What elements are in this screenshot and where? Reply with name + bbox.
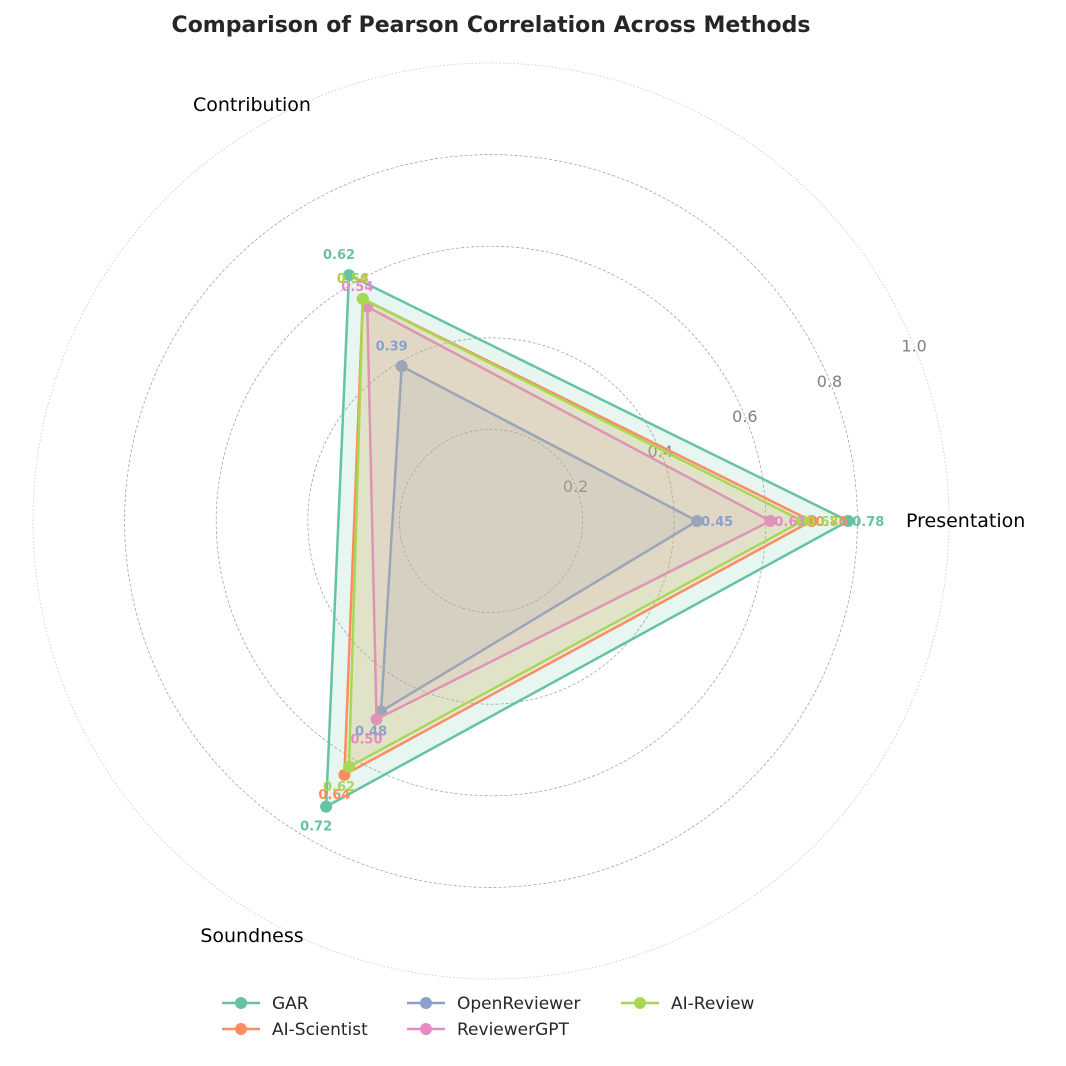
chart-title: Comparison of Pearson Correlation Across… bbox=[172, 13, 811, 38]
data-label: 0.61 bbox=[774, 515, 806, 530]
grid-circle bbox=[399, 429, 583, 613]
data-label: 0.62 bbox=[323, 780, 355, 795]
series-fill bbox=[326, 275, 849, 807]
legend-marker bbox=[420, 1023, 432, 1035]
axis-label-contribution: Contribution bbox=[193, 94, 311, 116]
series-line bbox=[343, 297, 813, 777]
data-label: 0.56 bbox=[337, 272, 369, 287]
legend-marker bbox=[235, 1023, 247, 1035]
data-label: 0.48 bbox=[355, 724, 387, 739]
data-label: 0.70 bbox=[816, 515, 848, 530]
axis-label-presentation: Presentation bbox=[906, 510, 1025, 532]
series-fill bbox=[344, 298, 812, 775]
data-label: 0.68 bbox=[806, 515, 838, 530]
data-label: 0.54 bbox=[337, 272, 369, 287]
legend-marker bbox=[235, 997, 247, 1009]
radial-tick-label: 0.2 bbox=[563, 477, 588, 496]
legend-label: OpenReviewer bbox=[457, 994, 581, 1014]
data-point bbox=[842, 515, 855, 527]
series-line bbox=[366, 305, 772, 721]
data-point bbox=[805, 515, 818, 527]
series-fill bbox=[381, 366, 698, 712]
data-label: 0.50 bbox=[350, 732, 382, 747]
grid-circle bbox=[124, 154, 858, 888]
data-label: 0.54 bbox=[341, 280, 373, 295]
data-label: 0.78 bbox=[852, 515, 884, 530]
data-point bbox=[764, 515, 777, 527]
axis-label-soundness: Soundness bbox=[200, 925, 303, 947]
data-label: 0.62 bbox=[323, 248, 355, 263]
series-line bbox=[324, 273, 850, 808]
radial-tick-label: 0.8 bbox=[817, 372, 842, 391]
data-label: 0.64 bbox=[318, 788, 350, 803]
radial-tick-label: 0.6 bbox=[732, 407, 757, 426]
data-point bbox=[343, 269, 356, 282]
radial-tick-label: 1.0 bbox=[901, 337, 926, 356]
data-point bbox=[796, 515, 809, 527]
legend-label: AI-Scientist bbox=[272, 1020, 368, 1040]
data-point bbox=[320, 800, 333, 813]
data-point bbox=[691, 515, 704, 527]
legend-label: ReviewerGPT bbox=[457, 1020, 570, 1040]
grid-circle bbox=[307, 337, 675, 705]
legend-marker bbox=[420, 997, 432, 1009]
data-point bbox=[343, 760, 356, 773]
data-point bbox=[395, 360, 408, 373]
legend-marker bbox=[634, 997, 646, 1009]
data-labels: 0.78 0.62 0.72 0.70 0.54 0.64 0.45 0.39 0.48 0.61… bbox=[300, 248, 884, 834]
data-label: 0.39 bbox=[376, 339, 408, 354]
radial-grid: 0.20.40.60.81.0 bbox=[32, 62, 950, 980]
series-layer bbox=[320, 269, 855, 813]
series-line bbox=[379, 365, 699, 713]
grid-circle bbox=[32, 62, 950, 980]
data-label: 0.72 bbox=[300, 820, 332, 835]
series-fill bbox=[349, 298, 803, 767]
data-point bbox=[356, 292, 369, 305]
legend-label: AI-Review bbox=[671, 994, 755, 1014]
series-fill bbox=[367, 306, 771, 720]
data-label: 0.45 bbox=[701, 515, 733, 530]
series-line bbox=[347, 297, 804, 769]
data-point bbox=[370, 713, 383, 726]
legend-label: GAR bbox=[272, 994, 309, 1014]
